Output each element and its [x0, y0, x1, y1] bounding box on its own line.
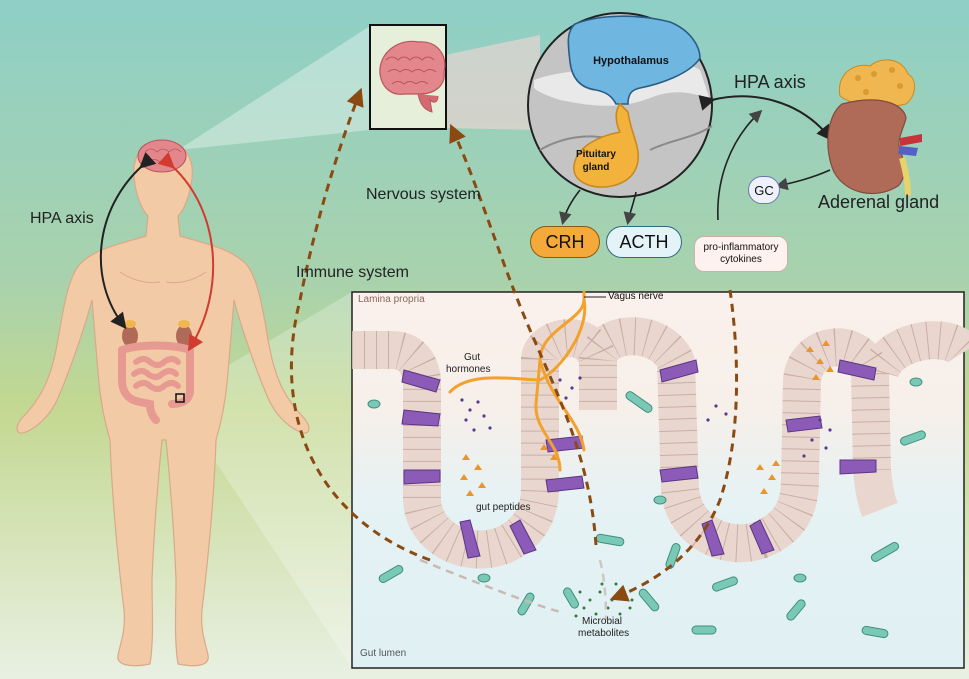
vagus-nerve-label: Vagus nerve	[608, 291, 664, 302]
hypothalamus-circle	[527, 12, 713, 198]
microbial-metabolites-label-line1: Microbial	[582, 616, 623, 627]
body-brain	[137, 139, 187, 173]
enteroendocrine-cells	[401, 359, 877, 559]
cytokines-badge: pro-inflammatory cytokines	[694, 236, 788, 272]
hypothalamus-zoom-wedge	[445, 35, 540, 130]
acth-arrow	[623, 191, 637, 226]
adrenal-gland-label: Aderenal gland	[818, 192, 940, 212]
pituitary-label-line2: gland	[583, 162, 610, 173]
hpa-axis-left-label: HPA axis	[30, 210, 94, 227]
faint-arrow-1	[598, 559, 608, 621]
cytokines-label-line2: cytokines	[720, 254, 762, 265]
crh-label: CRH	[545, 231, 585, 252]
immune-system-label: Immune system	[296, 264, 409, 281]
gut-hormones-label-line2: hormones	[446, 364, 491, 375]
hypothalamus-label: Hypothalamus	[593, 55, 669, 67]
gut-hormones-label-line1: Gut	[464, 352, 481, 363]
acth-label: ACTH	[619, 231, 669, 252]
hpa-right-arrow	[698, 95, 833, 142]
gc-arrow	[774, 169, 831, 191]
gut-peptides-label: gut peptides	[476, 502, 531, 513]
crh-arrow	[559, 189, 581, 226]
pituitary-gland	[573, 102, 639, 188]
vagus-nerve	[448, 290, 587, 472]
cytokines-arrow	[717, 109, 763, 221]
metabolite-arrow	[609, 289, 739, 602]
lamina-propria-label: Lamina propria	[358, 294, 425, 305]
nervous-system-label: Nervous system	[366, 186, 481, 203]
acth-badge: ACTH	[606, 226, 682, 258]
gc-badge: GC	[748, 176, 780, 204]
adrenal-kidney	[827, 59, 922, 197]
body-intestines	[118, 341, 194, 424]
microbial-metabolites-label-line2: metabolites	[578, 628, 630, 639]
brain-inset	[369, 24, 447, 130]
cytokines-label-line1: pro-inflammatory	[703, 242, 779, 253]
hpa-axis-right-label: HPA axis	[734, 72, 806, 92]
crh-badge: CRH	[530, 226, 600, 258]
pituitary-label-line1: Pituitary	[576, 149, 616, 160]
gc-label: GC	[754, 182, 774, 198]
peptide-dots	[460, 376, 832, 458]
hpa-left-red-arrow	[157, 151, 215, 352]
brain-zoom-wedge	[178, 26, 370, 150]
gut-panel	[351, 290, 969, 669]
faint-arrow-2	[419, 558, 561, 614]
hpa-left-black-arrow	[99, 151, 157, 330]
hormone-triangles	[460, 340, 834, 496]
immune-system-arrow	[290, 87, 431, 562]
nervous-system-arrow	[449, 123, 598, 546]
gut-zoom-marker	[175, 393, 185, 403]
hypothalamus-region	[567, 15, 701, 105]
gut-lumen-label: Gut lumen	[360, 648, 407, 659]
